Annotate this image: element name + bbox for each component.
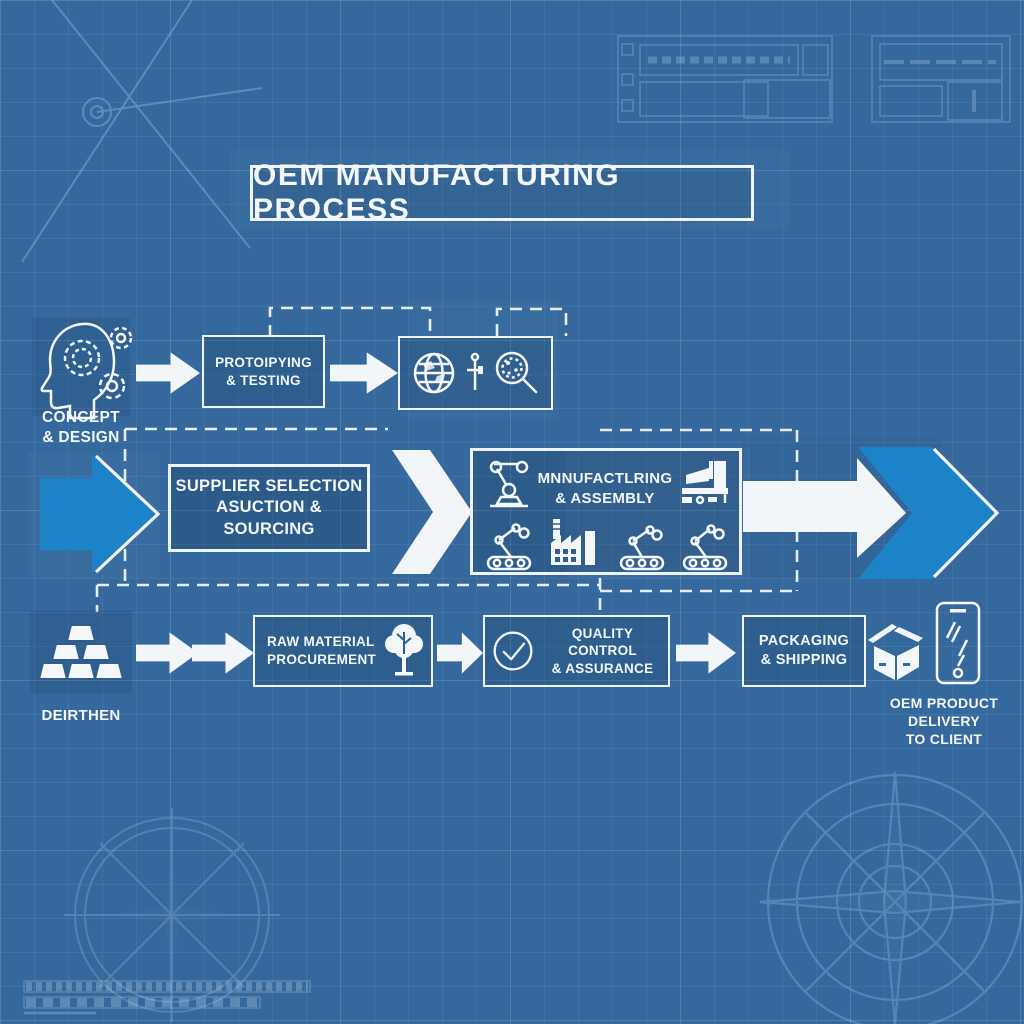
ruler-scale-icon — [23, 980, 311, 1015]
tree-icon — [385, 624, 424, 676]
head-gears-icon — [40, 322, 133, 420]
node-research — [398, 336, 553, 410]
packaging-label: PACKAGING & SHIPPING — [758, 633, 850, 668]
node-quality: QUALITY CONTROL & ASSURANCE — [483, 615, 670, 687]
cnc-machine-icon — [682, 461, 728, 505]
crossed-construction-lines-icon — [21, 0, 263, 263]
node-prototyping: PROTOIPYING & TESTING — [202, 335, 325, 408]
open-box-icon — [868, 624, 923, 680]
supplier-label: SUPPLIER SELECTION ASUCTION & SOURCING — [175, 476, 363, 538]
technical-drawing-2 — [871, 35, 1011, 123]
materials-tile — [30, 610, 132, 694]
factory-icon — [551, 519, 595, 565]
node-raw-material: RAW MATERIAL PROCUREMENT — [253, 615, 433, 687]
quality-label: QUALITY CONTROL & ASSURANCE — [551, 625, 654, 676]
technical-drawing-1 — [617, 35, 833, 123]
ingots-icon — [37, 624, 125, 680]
globe-icon — [413, 352, 454, 394]
caliper-tool-icon — [466, 352, 483, 390]
flow-arrow-mid — [392, 450, 472, 574]
conveyor-robot-icon — [486, 523, 532, 571]
raw-material-label: RAW MATERIAL PROCUREMENT — [267, 634, 377, 667]
compass-rose-left-icon — [64, 808, 280, 1022]
page-title-text: OEM MANUFACTURING PROCESS — [253, 159, 621, 226]
concept-label: CONCEPT & DESIGN — [42, 409, 120, 447]
node-supplier: SUPPLIER SELECTION ASUCTION & SOURCING — [168, 464, 370, 552]
accent-arrow-right — [858, 447, 1000, 579]
flow-arrow-right-white — [743, 458, 906, 558]
prototyping-label: PROTOIPYING & TESTING — [215, 354, 312, 388]
materials-label: DEIRTHEN — [41, 707, 121, 724]
conveyor-robot-icon — [619, 525, 665, 571]
page-title: OEM MANUFACTURING PROCESS — [250, 159, 754, 226]
robot-arm-icon — [489, 460, 529, 508]
delivery-label: OEM PRODUCT DELIVERY TO CLIENT — [889, 695, 999, 748]
concept-tile — [32, 318, 133, 420]
magnifier-icon — [495, 351, 537, 394]
conveyor-robot-icon — [682, 524, 728, 571]
gear-icon — [98, 372, 126, 400]
compass-rose-right-icon — [759, 771, 1024, 1024]
node-packaging: PACKAGING & SHIPPING — [742, 615, 866, 687]
manufacturing-label: MNNUFACTLRING & ASSEMBLY — [537, 470, 673, 507]
check-circle-icon — [493, 631, 533, 671]
accent-arrow-left — [40, 454, 161, 574]
gear-icon — [109, 326, 133, 350]
node-manufacturing: MNNUFACTLRING & ASSEMBLY — [470, 448, 742, 575]
smartphone-icon — [935, 601, 981, 685]
